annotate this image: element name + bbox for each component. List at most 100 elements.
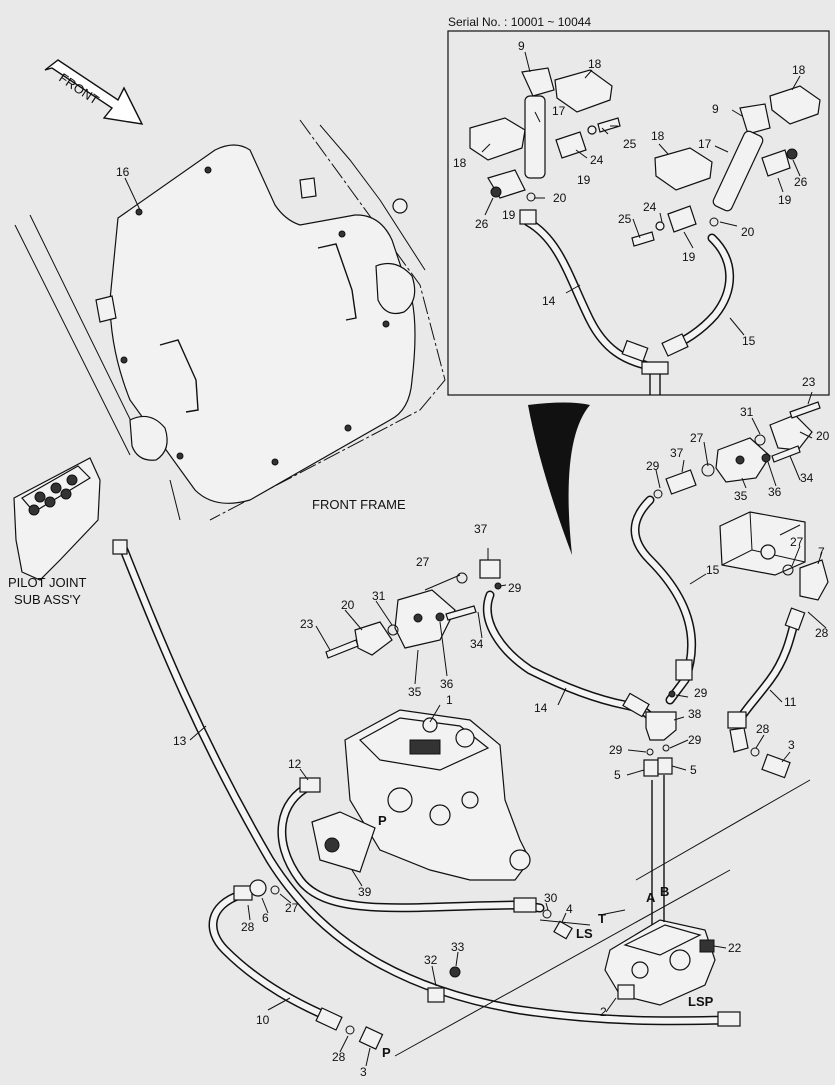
elbow-7	[799, 559, 829, 601]
valve-cap	[422, 717, 438, 733]
handle-left	[159, 339, 199, 413]
valve-port	[409, 739, 441, 755]
clamp-19-right-upper	[761, 149, 791, 177]
elbow-38-area: 29 38 29 29 5 5	[609, 686, 708, 782]
inset-leader-lines	[481, 51, 801, 336]
block-35-right-hole	[735, 455, 745, 465]
callout-35: 35	[734, 489, 748, 503]
bolt-hole	[176, 452, 184, 460]
bolt-hole	[204, 166, 212, 174]
callout-16: 16	[116, 165, 130, 179]
valve-port-p: P	[378, 813, 387, 828]
nut-26-right	[786, 148, 798, 160]
grommet	[392, 198, 408, 214]
clamp-19-right-lower	[667, 205, 697, 233]
callout-29: 29	[646, 459, 660, 473]
valve-cap	[455, 728, 475, 748]
callout-3: 3	[360, 1065, 367, 1079]
hose-15: 15	[630, 495, 720, 705]
callout-27: 27	[790, 535, 804, 549]
callout-34: 34	[800, 471, 814, 485]
leader-39	[351, 869, 363, 887]
oring-28	[345, 1025, 355, 1035]
elbow-37-right	[665, 469, 697, 495]
hose-10-leaders	[247, 893, 371, 1067]
fitting	[50, 482, 62, 494]
oring-29-right	[653, 489, 663, 499]
oring-28-lower	[750, 747, 760, 757]
frame-boss	[129, 415, 168, 461]
oring-31-right	[754, 434, 766, 446]
front-frame: FRONT FRAME 16	[14, 119, 446, 521]
bolt-hole	[120, 356, 128, 364]
oring-31-left	[387, 624, 399, 636]
callout-29: 29	[609, 743, 623, 757]
callout-31: 31	[740, 405, 754, 419]
fitting	[44, 496, 56, 508]
port-p-bottom: P	[382, 1045, 391, 1060]
clamp-leaders	[431, 951, 459, 987]
callout-1: 1	[446, 693, 453, 707]
callout-19: 19	[682, 250, 696, 264]
callout-19: 19	[502, 208, 516, 222]
pilot-joint-line1: PILOT JOINT	[8, 575, 87, 590]
port-a: A	[646, 890, 656, 905]
callout-6: 6	[262, 911, 269, 925]
tube-17-left	[524, 95, 546, 179]
washer-36-left	[435, 612, 445, 622]
port-block-hole	[760, 544, 776, 560]
callout-17: 17	[698, 137, 712, 151]
clamp-half-18-left	[469, 117, 526, 161]
fitting-4	[553, 920, 573, 940]
valve-cap	[509, 849, 531, 871]
zoom-indicator	[528, 402, 590, 555]
hose-13-fitting-end	[717, 1011, 741, 1027]
frame-edges	[14, 214, 181, 521]
leader-15	[689, 573, 707, 585]
hose-15-fitting	[675, 659, 693, 681]
bolt-23-left	[325, 639, 359, 659]
callout-36: 36	[768, 485, 782, 499]
callout-5: 5	[614, 768, 621, 782]
pilot-joint-bracket	[13, 457, 101, 581]
bolt-hole	[135, 208, 143, 216]
valve-2-fitting	[617, 984, 635, 1000]
adapter-6	[249, 879, 267, 897]
elbow-leaders	[626, 694, 689, 776]
hose-10: 10 28 3 P 28 6 27	[208, 879, 391, 1079]
hose-11-elbow	[729, 727, 749, 753]
cylinder-port-assembly: 27 7 28 11 28 3	[719, 511, 829, 779]
bracket	[95, 295, 117, 323]
callout-2: 2	[600, 1005, 607, 1019]
hose-12-fitting	[299, 777, 321, 793]
clamp-32: 32 33	[424, 940, 465, 1003]
hose-12-fitting-end	[513, 897, 537, 913]
callout-20: 20	[341, 598, 355, 612]
callout-37: 37	[474, 522, 488, 536]
callout-26: 26	[475, 217, 489, 231]
callout-20: 20	[816, 429, 830, 443]
elbow-leaders	[791, 545, 827, 629]
callout-31: 31	[372, 589, 386, 603]
valve-2-top	[623, 924, 702, 956]
elbow-37-left	[479, 559, 501, 579]
leader-14	[557, 687, 567, 706]
callout-9: 9	[712, 102, 719, 116]
clamp-half-18-right	[554, 69, 613, 113]
elbow-38	[645, 711, 677, 741]
callout-17: 17	[552, 104, 566, 118]
callout-11: 11	[784, 695, 797, 709]
frame-boss	[375, 263, 416, 315]
bolt-25-right	[631, 231, 655, 247]
leader-1	[429, 704, 441, 723]
serial-inset: Serial No. : 10001 ~ 10044	[447, 15, 830, 396]
callout-25: 25	[623, 137, 637, 151]
bolt-33	[449, 966, 461, 978]
hose-14-fitting	[622, 692, 650, 718]
leader-12	[299, 768, 309, 781]
right-block-leaders	[655, 391, 813, 489]
hose-10-fitting-top	[233, 885, 253, 901]
tubes-a-b	[651, 775, 665, 925]
callout-12: 12	[288, 757, 302, 771]
